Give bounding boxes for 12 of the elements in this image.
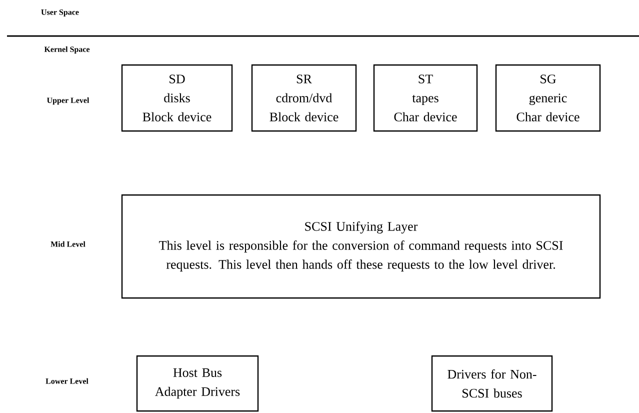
level-label: Lower Level [46, 378, 88, 384]
layer-box: SD disks Block device [121, 64, 233, 132]
level-label: Mid Level [50, 241, 86, 247]
layer-box: ST tapes Char device [373, 64, 478, 132]
layer-box: SCSI Unifying Layer This level is responsible for the conversion of command requests into SCSI requests. This level then hands off these requests to the low level driver. [121, 194, 601, 299]
layer-box: Host Bus Adapter Drivers [136, 355, 259, 412]
level-label: Kernel Space [44, 46, 90, 54]
layer-box: SG generic Char device [495, 64, 601, 132]
level-label: Upper Level [47, 97, 90, 105]
layer-box: Drivers for Non-SCSI buses [431, 355, 553, 412]
level-label: User Space [41, 10, 79, 16]
layer-box: SR cdrom/dvd Block device [251, 64, 357, 132]
